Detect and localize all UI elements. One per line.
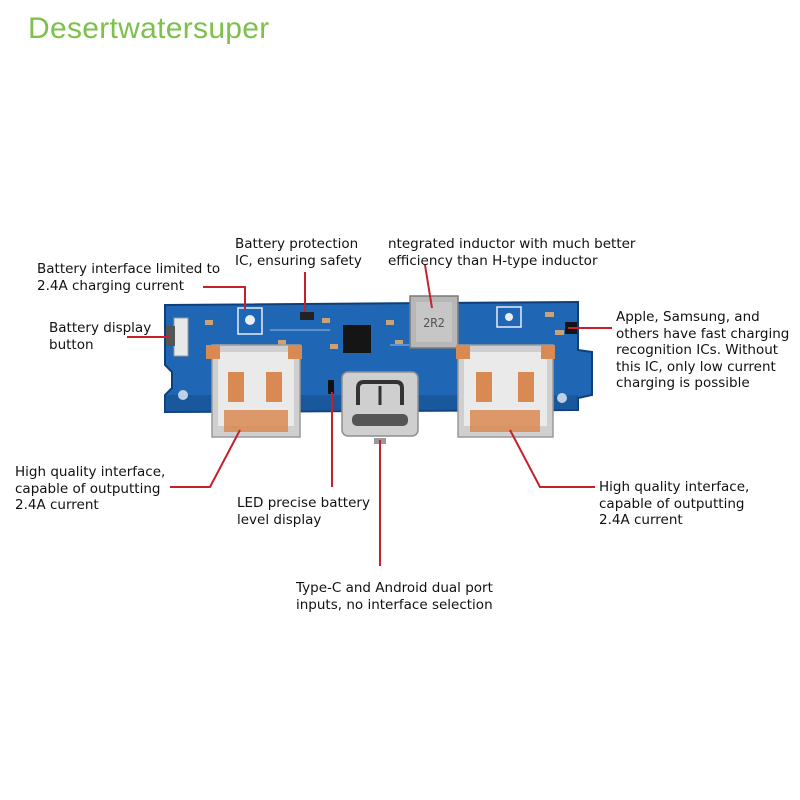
leader-battery-interface (203, 286, 246, 310)
annotation-battery-protection: Battery protection IC, ensuring safety (235, 236, 362, 269)
annotation-usb-right: High quality interface, capable of outpu… (599, 479, 750, 528)
annotation-fast-charging: Apple, Samsung, and others have fast cha… (616, 309, 790, 391)
brand-watermark: Desertwatersuper (28, 12, 270, 45)
annotation-inductor: ntegrated inductor with much better effi… (388, 236, 636, 269)
annotation-usb-left: High quality interface, capable of outpu… (15, 464, 166, 513)
annotation-type-c: Type-C and Android dual port inputs, no … (296, 580, 493, 613)
inductor-part: 2R2 (409, 295, 459, 349)
annotation-battery-display-button: Battery display button (49, 320, 152, 353)
leader-lines (127, 264, 612, 566)
annotation-battery-interface: Battery interface limited to 2.4A chargi… (37, 261, 221, 294)
leader-usb-right (509, 429, 595, 488)
usb-port-right (456, 344, 555, 438)
usb-port-left (206, 344, 302, 438)
leader-inductor (424, 264, 433, 309)
inductor-label: 2R2 (423, 316, 445, 330)
battery-display-button-part (166, 317, 189, 357)
annotation-led-display: LED precise battery level display (237, 495, 370, 528)
leader-usb-left (170, 429, 241, 488)
type-c-port (341, 371, 419, 444)
